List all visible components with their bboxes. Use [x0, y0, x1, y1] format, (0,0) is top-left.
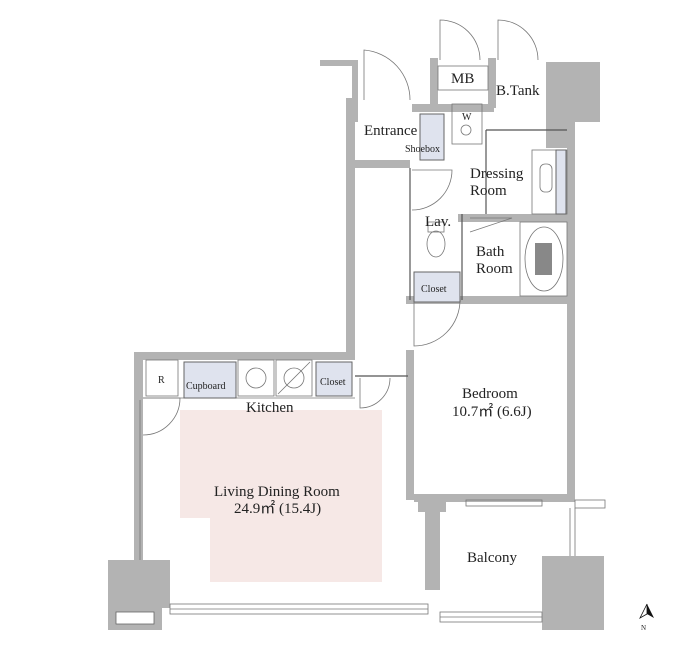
mb-label: MB: [451, 71, 474, 87]
dressing-room-label-1: Dressing: [470, 166, 524, 182]
kitchen-closet-label: Closet: [320, 377, 346, 388]
vanity: [531, 149, 568, 215]
bath-room-label-1: Bath: [476, 244, 505, 260]
kitchen-label: Kitchen: [246, 400, 294, 416]
upper-closet-label: Closet: [421, 284, 447, 295]
sink-icon: [237, 359, 275, 397]
bathtub-icon: [519, 221, 568, 297]
fridge-label: R: [158, 375, 165, 386]
bath-room-label-2: Room: [476, 261, 513, 277]
doors: [142, 19, 539, 436]
entrance-label: Entrance: [364, 123, 418, 139]
cupboard-label: Cupboard: [186, 381, 225, 392]
bedroom-label: Bedroom: [462, 386, 518, 402]
svg-text:N: N: [641, 624, 646, 632]
kitchen-closet: [315, 361, 353, 397]
washer: [451, 103, 483, 145]
fridge: [145, 359, 179, 397]
living-dining-floor: [180, 410, 382, 582]
bedroom-area: 10.7㎡ (6.6J): [452, 403, 532, 420]
btank-label: B.Tank: [496, 83, 540, 99]
plan-lines: [139, 129, 606, 623]
dressing-room-label-2: Room: [470, 183, 507, 199]
upper-closet: [413, 271, 461, 303]
shoebox-label: Shoebox: [405, 144, 440, 155]
toilet-icon: [426, 221, 446, 258]
stove-icon: [275, 359, 313, 397]
walls: [108, 58, 604, 630]
meter-box: [437, 65, 489, 91]
shoebox: [419, 113, 445, 161]
balcony-label: Balcony: [467, 550, 517, 566]
north-compass-icon: N: [639, 603, 654, 632]
living-dining-label: Living Dining Room: [214, 484, 340, 500]
lav-label: Lav.: [425, 214, 451, 230]
living-dining-area: 24.9㎡ (15.4J): [234, 500, 321, 517]
washer-label: W: [462, 112, 472, 123]
cupboard: [183, 361, 237, 399]
